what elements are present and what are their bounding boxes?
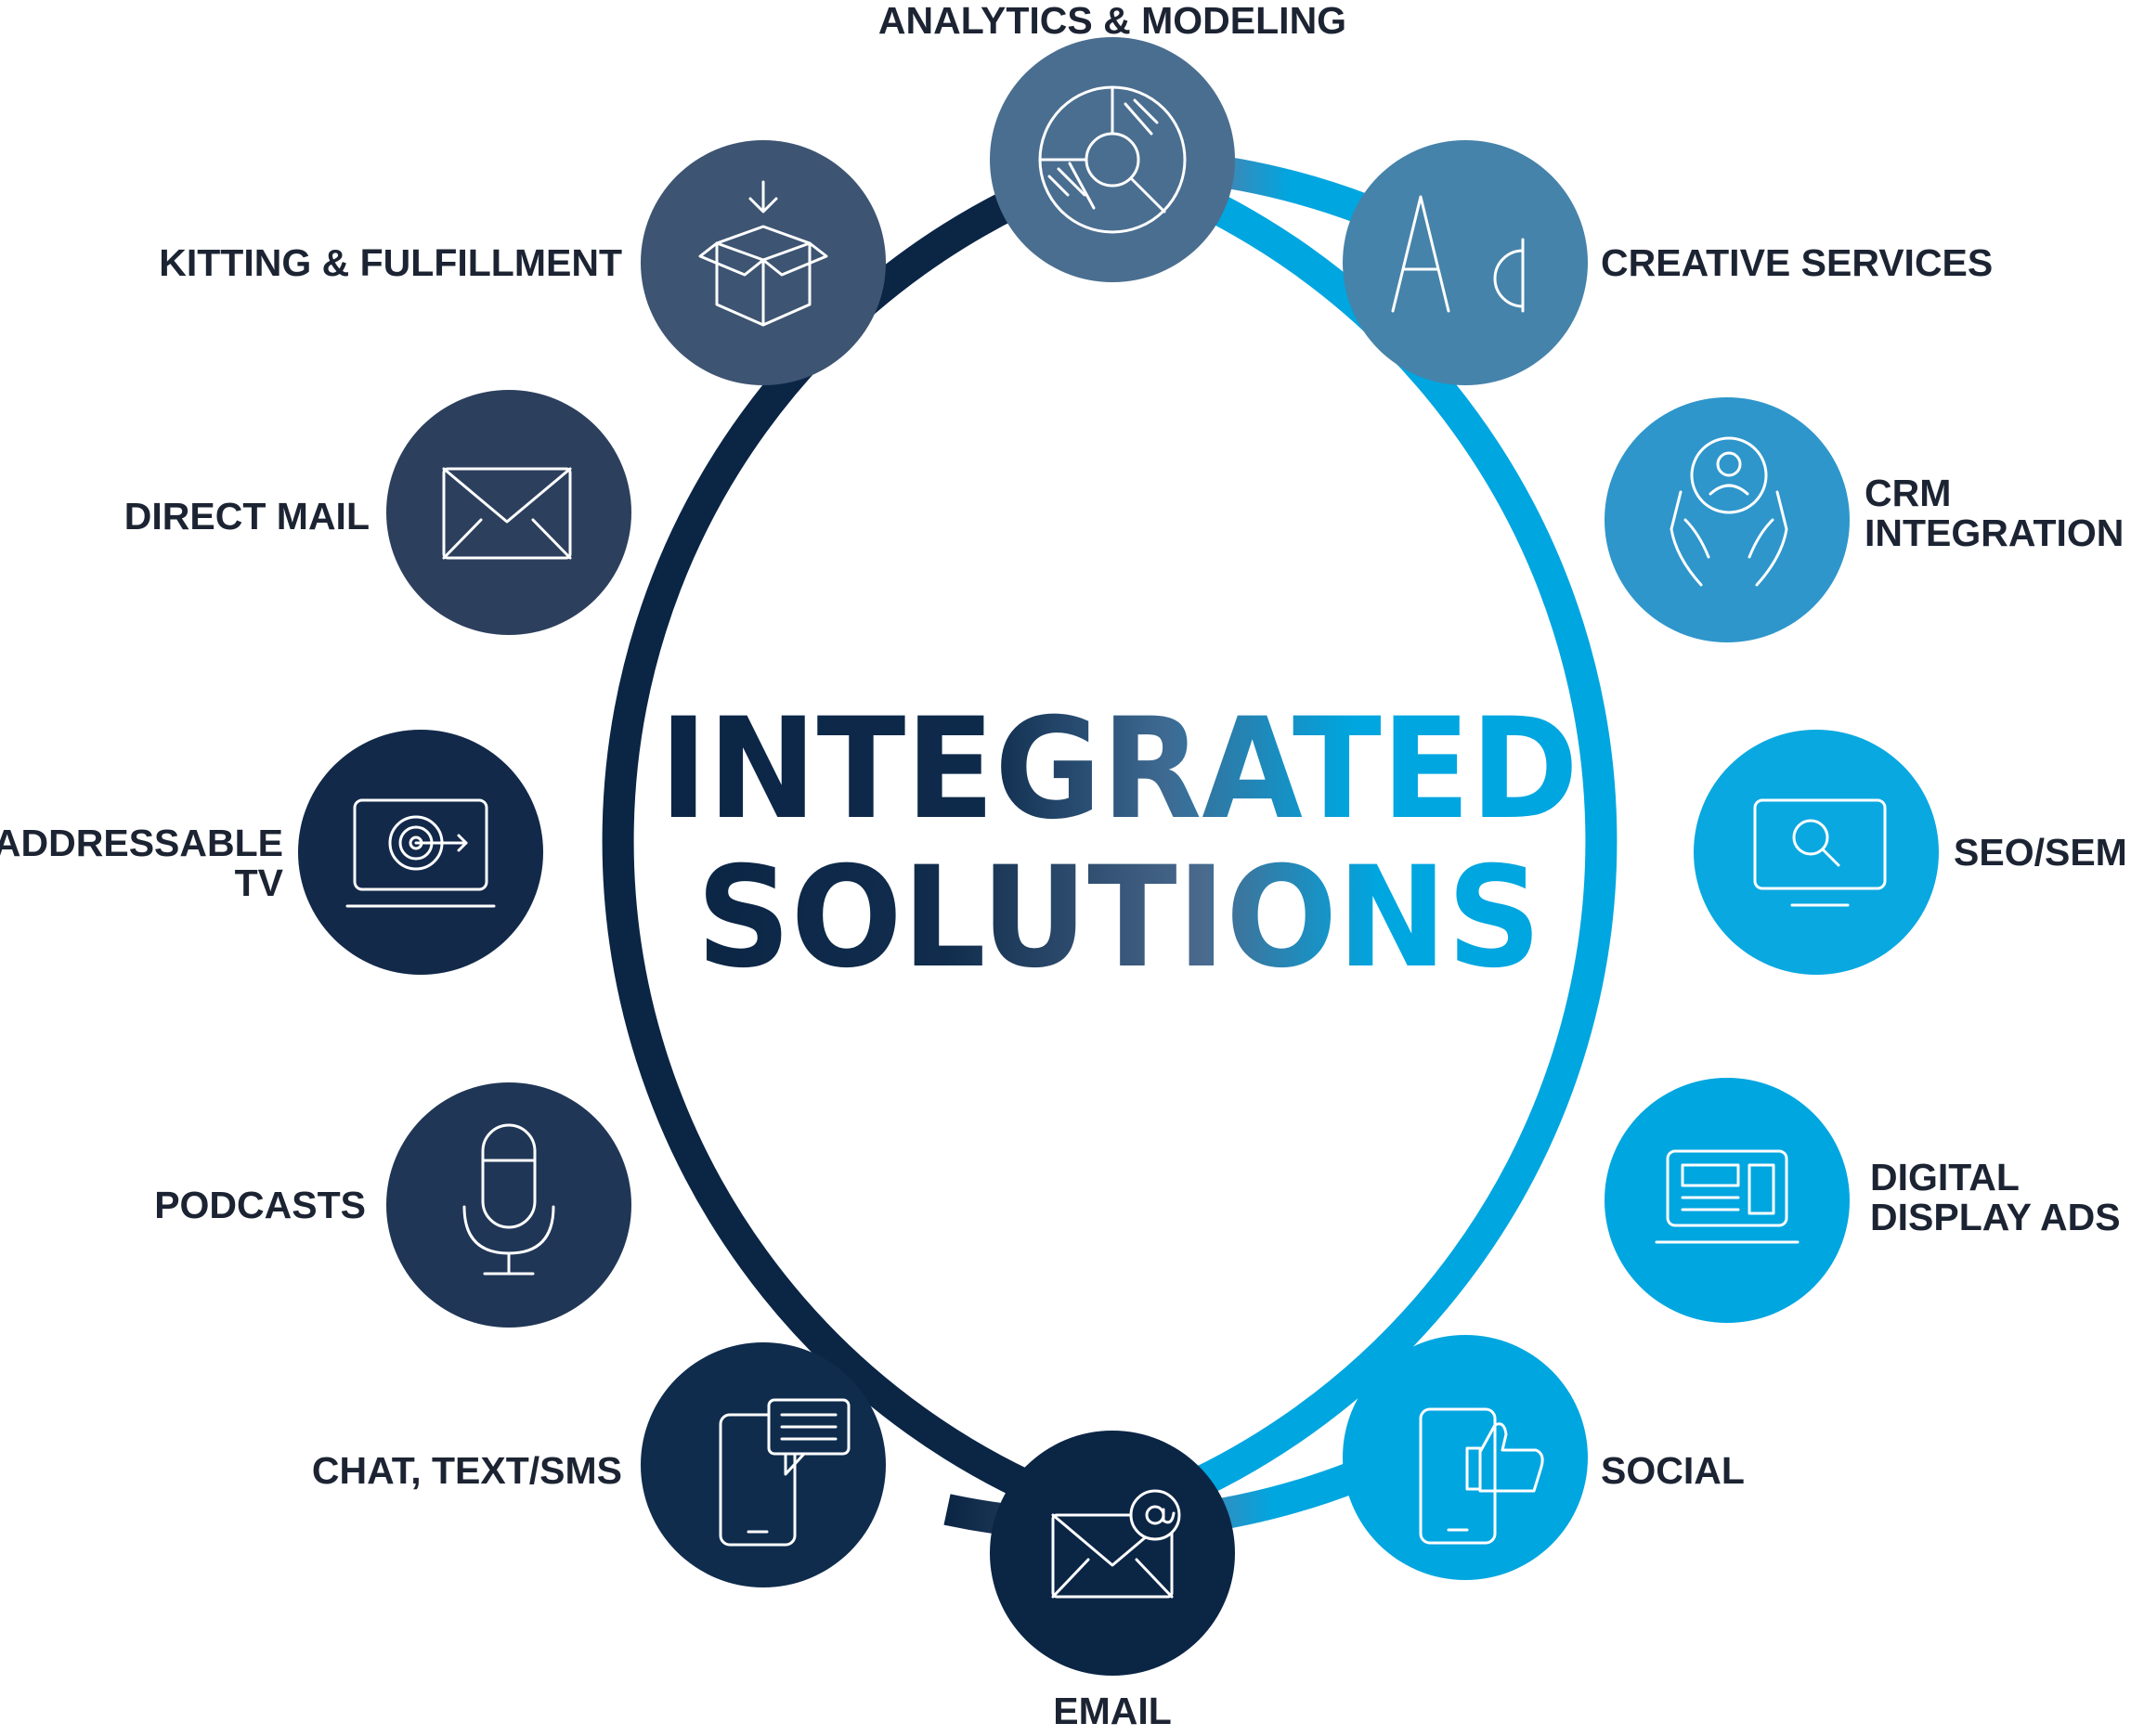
microphone-icon <box>462 1123 555 1276</box>
node-label: SEO/SEM <box>1954 831 2127 874</box>
node-label: SOCIAL <box>1601 1449 1745 1492</box>
node-label: CHAT, TEXT/SMS <box>312 1449 622 1492</box>
node-label: DIRECT MAIL <box>124 495 370 538</box>
envelope-icon <box>442 467 572 560</box>
box-arrow-icon <box>698 180 828 327</box>
node-seo: SEO/SEM <box>1694 730 2127 975</box>
phone-thumbs-up-icon <box>1419 1407 1544 1545</box>
monitor-search-icon <box>1753 798 1887 907</box>
phone-chat-icon <box>719 1398 851 1547</box>
node-kitting: KITTING & FULFILLMENT <box>159 140 886 385</box>
node-circle <box>990 1431 1235 1676</box>
node-circle <box>1343 140 1588 385</box>
node-label: EMAIL <box>1053 1690 1172 1732</box>
tv-target-icon <box>345 798 496 908</box>
title-line-1: INTEGRATED <box>659 689 1579 850</box>
node-social: SOCIAL <box>1343 1335 1745 1580</box>
hands-user-icon <box>1670 436 1788 587</box>
node-podcasts: PODCASTS <box>154 1082 631 1328</box>
node-label: ANALYTICS & MODELING <box>878 0 1346 42</box>
node-circle <box>1605 1078 1850 1323</box>
node-directmail: DIRECT MAIL <box>124 390 631 635</box>
envelope-at-icon <box>1051 1489 1181 1599</box>
node-circle <box>990 37 1235 282</box>
node-label: PODCASTS <box>154 1184 366 1226</box>
node-creative: CREATIVE SERVICES <box>1343 140 1993 385</box>
node-analytics: ANALYTICS & MODELING <box>878 0 1346 282</box>
node-circle <box>298 730 543 975</box>
pie-chart-icon <box>1038 85 1187 234</box>
node-circle <box>1605 397 1850 642</box>
node-email: EMAIL <box>990 1431 1235 1732</box>
node-chat: CHAT, TEXT/SMS <box>312 1342 886 1587</box>
node-circle <box>386 390 631 635</box>
laptop-ad-icon <box>1655 1149 1800 1244</box>
node-circle <box>641 1342 886 1587</box>
node-circle <box>386 1082 631 1328</box>
node-label: CREATIVE SERVICES <box>1601 241 1993 284</box>
typography-icon <box>1391 195 1525 313</box>
center-title: INTEGRATED SOLUTIONS <box>659 689 1579 999</box>
title-line-2: SOLUTIONS <box>696 837 1541 999</box>
node-label: KITTING & FULFILLMENT <box>159 241 622 284</box>
node-circle <box>1343 1335 1588 1580</box>
